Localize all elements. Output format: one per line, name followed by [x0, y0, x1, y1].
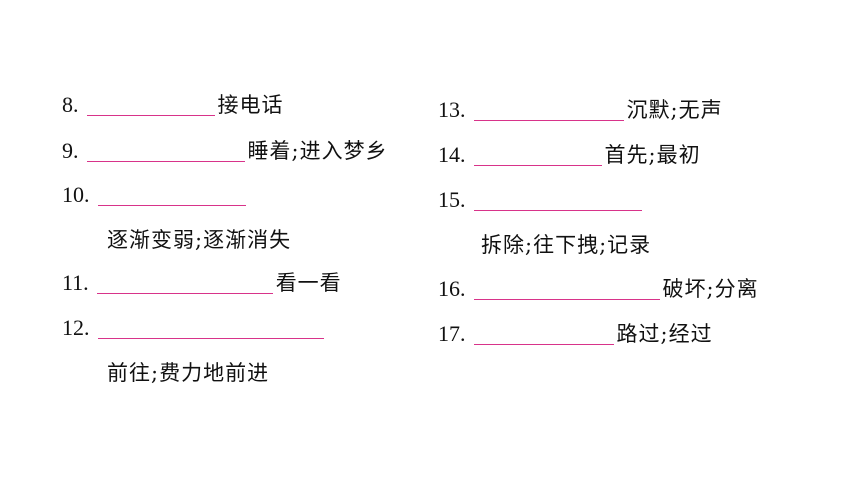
item-number: 12. — [62, 315, 90, 340]
exercise-item-9: 9. 睡着;进入梦乡 — [62, 138, 388, 164]
answer-blank[interactable] — [473, 188, 642, 211]
exercise-item-13: 13. 沉默;无声 — [438, 97, 723, 123]
item-meaning: 路过;经过 — [616, 322, 713, 346]
item-number: 8. — [62, 92, 79, 117]
item-meaning: 看一看 — [275, 271, 342, 295]
answer-blank[interactable] — [86, 139, 245, 162]
item-meaning: 拆除;往下拽;记录 — [481, 233, 652, 257]
item-number: 14. — [438, 142, 466, 167]
answer-blank[interactable] — [473, 98, 624, 121]
exercise-item-17: 17. 路过;经过 — [438, 321, 713, 347]
item-meaning: 睡着;进入梦乡 — [247, 139, 388, 163]
item-number: 13. — [438, 97, 466, 122]
item-number: 10. — [62, 182, 90, 207]
exercise-item-16: 16. 破坏;分离 — [438, 276, 759, 302]
item-number: 16. — [438, 276, 466, 301]
answer-blank[interactable] — [96, 271, 273, 294]
item-meaning: 首先;最初 — [604, 143, 701, 167]
item-number: 15. — [438, 187, 466, 212]
answer-blank[interactable] — [473, 143, 602, 166]
item-number: 9. — [62, 138, 79, 163]
answer-blank[interactable] — [97, 183, 246, 206]
answer-blank[interactable] — [473, 322, 614, 345]
exercise-item-11: 11. 看一看 — [62, 270, 342, 296]
answer-blank[interactable] — [97, 316, 324, 339]
item-meaning: 前往;费力地前进 — [107, 361, 270, 385]
item-number: 17. — [438, 321, 466, 346]
exercise-item-12: 12. — [62, 315, 327, 341]
item-number: 11. — [62, 270, 89, 295]
answer-blank[interactable] — [473, 277, 660, 300]
answer-blank[interactable] — [86, 93, 215, 116]
item-meaning: 逐渐变弱;逐渐消失 — [107, 228, 292, 252]
item-meaning: 沉默;无声 — [626, 98, 723, 122]
item-meaning: 接电话 — [217, 93, 284, 117]
exercise-item-15: 15. — [438, 187, 645, 213]
exercise-item-14: 14. 首先;最初 — [438, 142, 701, 168]
exercise-item-10: 10. — [62, 182, 249, 208]
item-meaning: 破坏;分离 — [662, 277, 759, 301]
exercise-item-8: 8. 接电话 — [62, 92, 284, 118]
